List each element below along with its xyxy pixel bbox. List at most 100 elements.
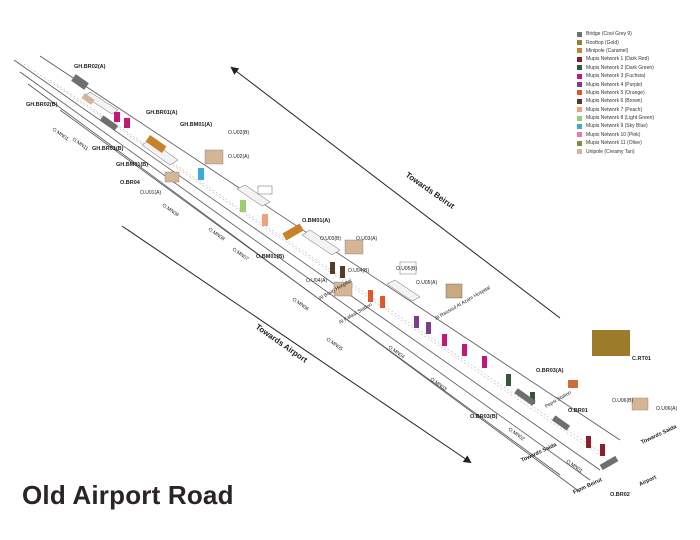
net-fuchsia: O.MN03 [429, 377, 448, 393]
legend-swatch [577, 140, 582, 146]
legend-item: Mupis Network 8 (Light Green) [577, 114, 695, 122]
legend-item: Mupis Network 2 (Dark Green) [577, 64, 695, 72]
minipole-o-bm01 [282, 223, 304, 241]
mupis-5a [368, 290, 373, 302]
bridge-o-br02 [599, 455, 619, 471]
site-o-u05-b: O.U05(B) [396, 266, 417, 272]
net-olive: O.MN11 [71, 137, 90, 153]
unipole-o-u06 [631, 397, 649, 411]
mupis-4a [414, 316, 419, 328]
road-dashes [23, 63, 611, 463]
road-lines [13, 55, 621, 493]
legend-swatch [577, 132, 582, 138]
mupis-6b [340, 266, 345, 278]
mupis-3a [442, 334, 447, 346]
unipole-o-u04 [333, 281, 353, 297]
structures [71, 74, 649, 471]
unipole-o-u03 [344, 239, 364, 255]
legend-item: Minipole (Caramel) [577, 47, 695, 55]
towards-airport-arrow [121, 225, 472, 464]
site-o-bm01-a: O.BM01(A) [302, 218, 330, 224]
legend-swatch [577, 82, 582, 88]
legend-label: Minipole (Caramel) [586, 47, 629, 54]
legend-swatch [577, 56, 582, 62]
legend-swatch [577, 123, 582, 129]
site-gh-bm01-b: GH.BM01(B) [116, 162, 148, 168]
legend-label: Mupis Network 2 (Dark Green) [586, 64, 654, 71]
net-gold: O.MN01 [51, 127, 70, 143]
unipole-o-u05 [399, 261, 417, 275]
road-segments [83, 91, 421, 302]
legend-swatch [577, 65, 582, 71]
legend-label: Mupis Network 10 (Pink) [586, 131, 641, 138]
legend-label: Mupis Network 1 (Dark Red) [586, 56, 650, 63]
legend-label: Mupis Network 11 (Olive) [586, 140, 642, 147]
mupis-3b [462, 344, 467, 356]
site-o-br04: O.BR04 [120, 180, 141, 186]
net-orange: O.MN05 [325, 337, 344, 353]
site-gh-br01-a: GH.BR01(A) [146, 110, 178, 116]
legend-swatch [577, 107, 582, 113]
net-darkred: O.MN01 [565, 459, 584, 475]
site-c-rt01: C.RT01 [632, 356, 651, 362]
net-brown: O.MN06 [291, 297, 310, 313]
minipole-gh-bm01 [145, 134, 167, 154]
site-o-u01-a: O.U01(A) [140, 190, 161, 196]
mupis-4b [426, 322, 431, 334]
net-purple: O.MN04 [387, 345, 406, 361]
legend-item: Mupis Network 10 (Pink) [577, 131, 695, 139]
legend-item: Mupis Network 9 (Sky Blue) [577, 122, 695, 130]
mupis-3c [482, 356, 487, 368]
site-o-u06-b: O.U06(B) [612, 398, 633, 404]
site-o-br02: O.BR02 [610, 492, 630, 498]
mupis-6a [330, 262, 335, 274]
bridge-o-br01 [551, 415, 571, 431]
legend: Bridge (Cool Grey 9)Rooftop (Gold)Minipo… [577, 30, 695, 156]
legend-item: Unipole (Creamy Tan) [577, 147, 695, 155]
legend-swatch [577, 31, 582, 37]
legend-label: Mupis Network 3 (Fuchsia) [586, 73, 646, 80]
legend-label: Unipole (Creamy Tan) [586, 148, 635, 155]
legend-item: Rooftop (Gold) [577, 38, 695, 46]
legend-item: Mupis Network 7 (Peach) [577, 106, 695, 114]
legend-swatch [577, 90, 582, 96]
road-direction-labels: Towards Saida From Beirut Airport Toward… [520, 424, 678, 496]
site-gh-br01-b: GH.BR01(B) [92, 146, 124, 152]
towards-beirut-arrow [230, 66, 561, 319]
site-o-u03-b: O.U03(B) [320, 236, 341, 242]
unipole-o-u01 [164, 171, 180, 183]
page-title: Old Airport Road [22, 480, 234, 510]
site-o-br01: O.BR01 [568, 408, 588, 414]
unipole-gh [81, 93, 95, 105]
hospital-building [445, 283, 463, 299]
legend-swatch [577, 149, 582, 155]
legend-label: Bridge (Cool Grey 9) [586, 31, 632, 38]
net-sky: O.MN09 [161, 203, 180, 219]
mupis-2a [506, 374, 511, 386]
mupis-7 [262, 214, 268, 226]
legend-item: Mupis Network 4 (Purple) [577, 80, 695, 88]
road-airport: Airport [638, 475, 657, 488]
bridge-gh-br01 [99, 115, 119, 131]
rooftop-c-rt01 [592, 330, 630, 356]
legend-label: Rooftop (Gold) [586, 39, 619, 46]
gas-station [257, 185, 273, 195]
legend-swatch [577, 115, 582, 121]
mupis-1b [600, 444, 605, 456]
site-o-bm01-b: O.BM01(B) [256, 254, 284, 260]
road-towards-saida: Towards Saida [520, 442, 558, 464]
legend-swatch [577, 73, 582, 79]
network-labels: O.MN01 O.MN11 O.MN09 O.MN08 O.MN07 O.MN0… [51, 127, 584, 475]
road-from-beirut: From Beirut [572, 477, 603, 496]
site-o-u04-a: O.U04(A) [306, 278, 327, 284]
legend-label: Mupis Network 9 (Sky Blue) [586, 123, 648, 130]
site-o-br03-a: O.BR03(A) [536, 368, 564, 374]
bridge-gh-br02 [71, 74, 89, 90]
site-gh-br02-a: GH.BR02(A) [74, 64, 106, 70]
legend-label: Mupis Network 6 (Brown) [586, 98, 643, 105]
legend-label: Mupis Network 4 (Purple) [586, 81, 643, 88]
place-al-kafaat: Al Kafaat Station [338, 302, 373, 326]
site-labels: GH.BR02(A) GH.BR02(B) GH.BR01(A) GH.BR01… [26, 64, 677, 498]
site-o-u04-b: O.U04(B) [348, 268, 369, 274]
